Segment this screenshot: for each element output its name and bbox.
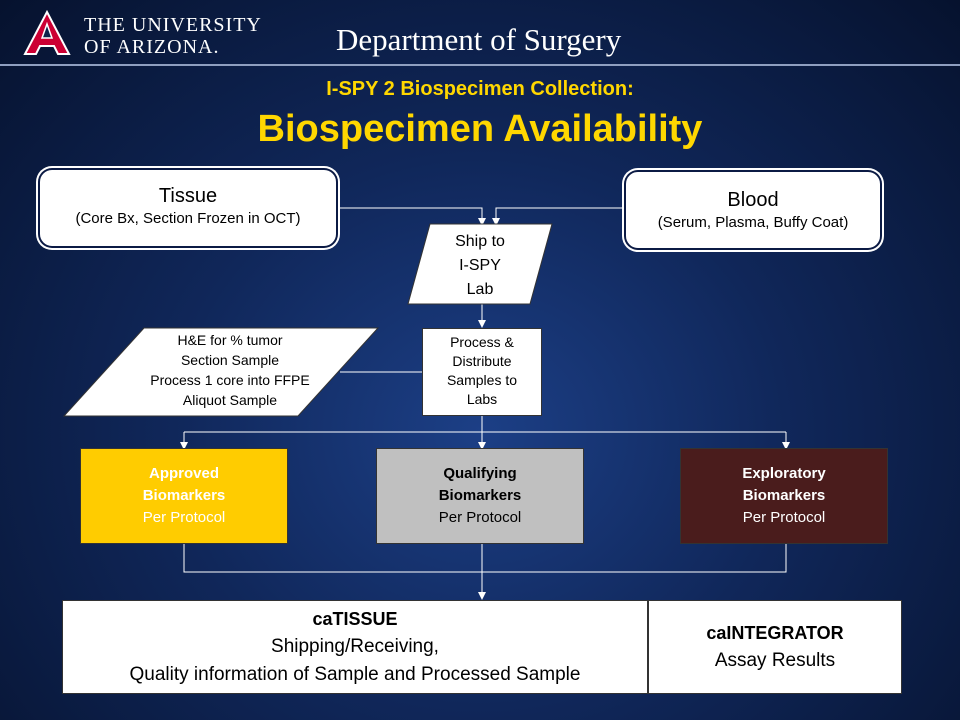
slide-subtitle: I-SPY 2 Biospecimen Collection:	[326, 78, 634, 100]
catissue-line1: Shipping/Receiving,	[271, 636, 439, 657]
tissue-detail: (Core Bx, Section Frozen in OCT)	[75, 210, 301, 227]
header: THE UNIVERSITY OF ARIZONA. Department of…	[0, 0, 960, 62]
tissue-box: Tissue (Core Bx, Section Frozen in OCT)	[40, 170, 336, 246]
tissue-label: Tissue	[158, 185, 218, 207]
blood-label: Blood	[727, 189, 779, 211]
he-text: H&E for % tumor Section Sample Process 1…	[150, 332, 310, 408]
arizona-a-logo-icon	[23, 10, 71, 55]
blood-detail: (Serum, Plasma, Buffy Coat)	[657, 214, 849, 231]
university-name: THE UNIVERSITY OF ARIZONA.	[84, 14, 262, 58]
ship-text: Ship to I-SPY Lab	[455, 233, 505, 298]
catissue-box: caTISSUE Shipping/Receiving, Quality inf…	[62, 600, 648, 694]
process-box: Process & Distribute Samples to Labs	[422, 328, 542, 416]
catissue-line2: Quality information of Sample and Proces…	[129, 664, 581, 685]
slide-title: Biospecimen Availability	[257, 108, 703, 150]
caintegrator-box: caINTEGRATOR Assay Results	[648, 600, 902, 694]
blood-box: Blood (Serum, Plasma, Buffy Coat)	[626, 172, 880, 248]
qualifying-biomarkers-box: Qualifying Biomarkers Per Protocol	[376, 448, 584, 544]
caintegrator-line1: Assay Results	[714, 650, 836, 671]
approved-biomarkers-box: Approved Biomarkers Per Protocol	[80, 448, 288, 544]
exploratory-biomarkers-box: Exploratory Biomarkers Per Protocol	[680, 448, 888, 544]
department-title: Department of Surgery	[336, 22, 622, 57]
caintegrator-title: caINTEGRATOR	[706, 623, 844, 643]
he-parallelogram	[62, 327, 380, 417]
ship-parallelogram	[407, 223, 553, 305]
catissue-title: caTISSUE	[312, 609, 398, 629]
header-rule	[0, 64, 960, 66]
